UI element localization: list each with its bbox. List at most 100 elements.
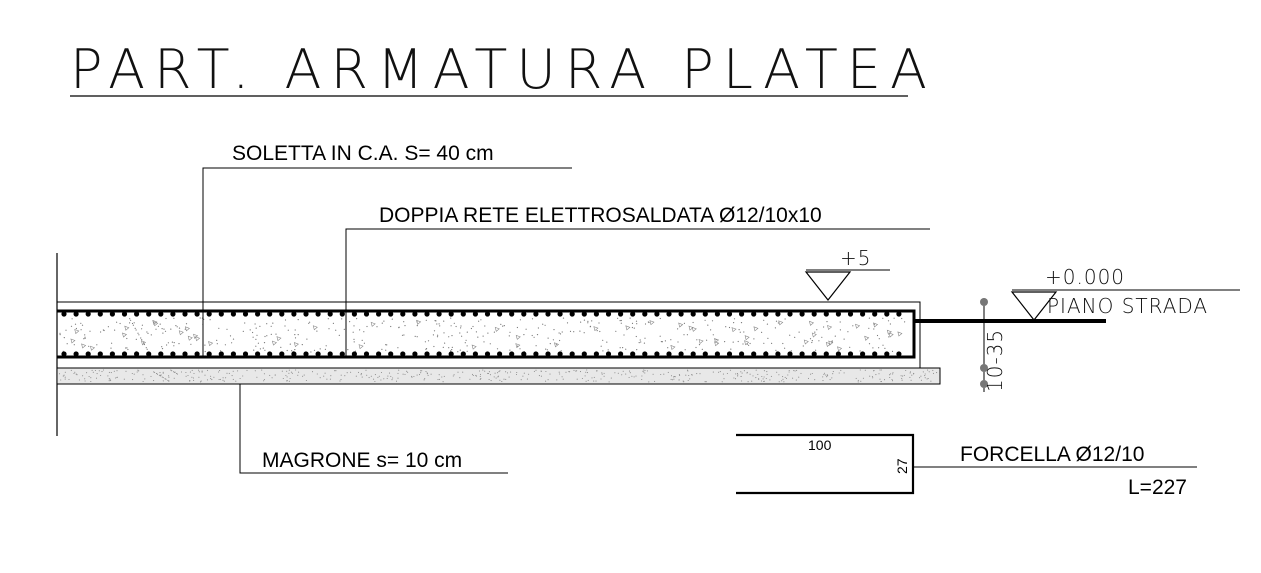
rebar-bar [497,351,503,357]
magrone-speck [761,375,763,378]
rebar-bar [884,351,890,357]
magrone-speck [862,377,864,379]
concrete-speck [319,348,321,350]
magrone-speck [430,373,432,375]
concrete-speck [451,346,453,348]
concrete-aggregate [828,340,834,346]
concrete-speck [606,341,608,343]
magrone-speck [712,371,714,373]
magrone-speck [193,372,195,375]
rebar-bar [339,311,345,317]
concrete-speck [710,329,712,331]
magrone-speck [189,371,191,373]
concrete-speck [291,350,293,352]
concrete-speck [620,319,622,322]
concrete-speck [537,327,540,329]
magrone-speck [558,371,560,373]
magrone-speck [295,369,297,371]
concrete-speck [141,328,143,330]
concrete-speck [425,319,427,321]
magrone-speck [158,374,160,376]
concrete-speck [141,339,143,341]
hairpin-width-text: 100 [808,437,832,453]
concrete-speck [80,322,82,324]
magrone-speck [324,372,326,374]
concrete-aggregate [276,336,282,342]
magrone-speck [576,378,578,380]
rebar-bar [884,311,890,317]
magrone-speck [704,381,706,383]
magrone-speck [193,379,195,381]
concrete-speck [847,331,849,333]
concrete-speck [742,343,744,345]
concrete-speck [692,321,694,324]
magrone-speck [928,371,930,373]
magrone-speck [678,373,680,376]
concrete-aggregate [827,325,833,331]
concrete-speck [767,337,769,339]
rebar-bar [630,311,636,317]
concrete-speck [620,322,622,324]
magrone-speck [288,372,290,374]
concrete-speck [204,344,206,346]
rebar-bar [678,311,684,317]
concrete-speck [775,320,778,322]
magrone-speck [263,373,265,375]
concrete-speck [301,344,303,346]
concrete-speck [347,349,349,351]
concrete-speck [664,340,667,342]
magrone-speck [210,378,212,380]
magrone-speck [201,370,203,372]
rebar-bar [872,311,878,317]
concrete-speck [683,322,686,324]
magrone-speck [736,373,739,375]
concrete-speck [259,325,261,327]
concrete-speck [816,329,818,331]
magrone-speck [506,372,509,374]
rebar-bar [327,351,333,357]
magrone-speck [585,371,587,373]
magrone-speck [927,369,929,371]
concrete-speck [71,318,73,320]
concrete-speck [59,334,61,336]
rebar-bar [896,351,902,357]
concrete-speck [811,340,813,342]
magrone-speck [910,379,912,381]
magrone-speck [827,375,829,377]
magrone-speck [64,378,66,380]
magrone-speck [162,377,164,379]
magrone-speck [204,374,206,376]
rebar-bar [291,351,297,357]
concrete-speck [219,350,222,352]
concrete-speck [619,320,621,322]
magrone-speck [643,371,645,373]
magrone-speck [737,374,739,376]
concrete-aggregate [714,338,720,344]
rebar-bar [291,311,297,317]
magrone-speck [875,374,877,376]
concrete-speck [884,347,886,349]
rebar-bar [436,351,442,357]
rebar-bar [158,311,164,317]
concrete-speck [831,340,833,343]
concrete-speck [125,347,127,349]
concrete-speck [826,321,828,323]
concrete-speck [255,338,257,340]
concrete-aggregate [312,325,318,331]
rebar-bar [751,351,757,357]
concrete-speck [354,350,357,352]
concrete-aggregate [731,327,737,333]
magrone-speck [142,374,144,376]
concrete-speck [146,348,148,350]
magrone-speck [781,380,783,382]
concrete-speck [789,334,791,336]
magrone-speck [825,374,827,376]
rebar-bar [206,351,212,357]
concrete-speck [730,348,732,350]
concrete-speck [740,322,743,324]
magrone-speck [873,370,875,372]
concrete-speck [65,329,67,331]
concrete-speck [184,328,186,330]
concrete-speck [116,321,118,323]
